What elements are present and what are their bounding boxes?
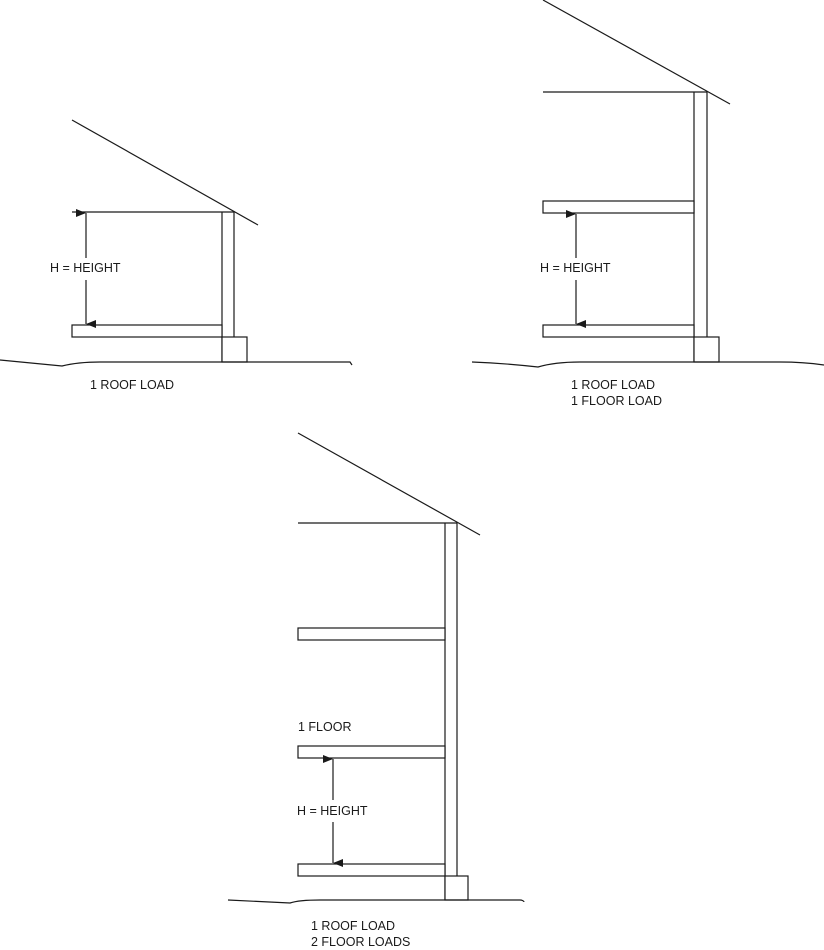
caption-line: 1 ROOF LOAD	[571, 378, 656, 392]
height-label: H = HEIGHT	[297, 803, 368, 819]
diagram-two-story	[471, 0, 824, 368]
caption-line: 1 ROOF LOAD	[90, 378, 175, 392]
caption-line: 2 FLOOR LOADS	[311, 935, 411, 949]
height-label: H = HEIGHT	[540, 260, 611, 276]
ground-line	[471, 361, 824, 368]
floor-slab	[297, 863, 446, 877]
caption-line: 1 FLOOR LOAD	[571, 394, 662, 408]
load-caption: 1 ROOF LOAD	[90, 377, 174, 393]
footing	[693, 336, 720, 363]
ground-line	[227, 899, 525, 904]
caption-line: 1 ROOF LOAD	[311, 919, 396, 933]
height-label: H = HEIGHT	[50, 260, 121, 276]
upper-floor-slab	[542, 200, 695, 214]
floor-slab	[71, 324, 223, 338]
diagram-three-story	[227, 432, 525, 904]
footing	[221, 336, 248, 363]
diagram-one-story	[0, 119, 353, 367]
roof-line	[542, 0, 731, 105]
load-caption: 1 ROOF LOAD 1 FLOOR LOAD	[571, 377, 662, 409]
ground-line	[0, 359, 353, 367]
floor-label: 1 FLOOR	[298, 720, 352, 734]
footing	[444, 875, 469, 901]
floor-slab	[542, 324, 695, 338]
roof-line	[297, 432, 481, 536]
middle-floor-slab	[297, 745, 446, 759]
top-floor-slab	[297, 627, 446, 641]
roof-line	[71, 119, 259, 226]
load-caption: 1 ROOF LOAD 2 FLOOR LOADS	[311, 918, 410, 950]
